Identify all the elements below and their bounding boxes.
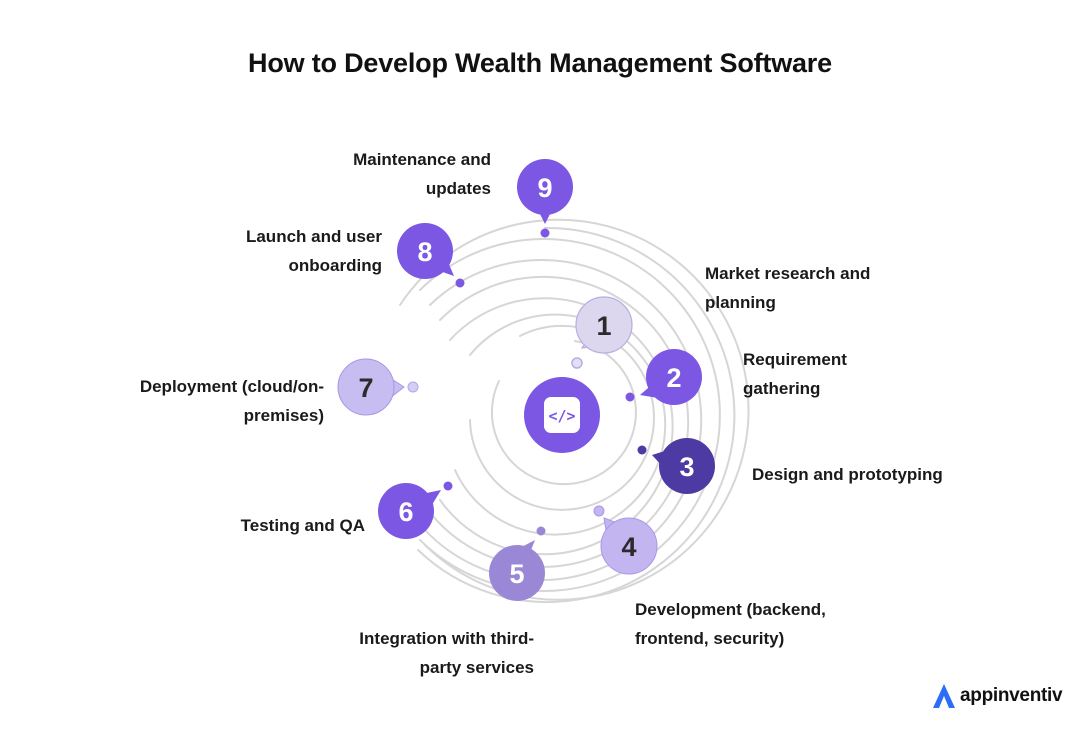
step-9-number: 9: [537, 173, 552, 203]
ring-3: [454, 313, 667, 536]
brand-name: appinventiv: [960, 685, 1063, 706]
step-markers: 1 2 3 4 5 6 7: [337, 159, 715, 601]
step-2-label-line1: Requirement: [743, 350, 847, 369]
step-3-number: 3: [679, 452, 694, 482]
step-7-label-line2: premises): [243, 406, 324, 425]
step-1-number: 1: [596, 311, 611, 341]
step-5-number: 5: [509, 559, 524, 589]
step-4-label-line2: frontend, security): [635, 629, 785, 648]
brand: appinventiv: [932, 680, 1063, 712]
step-2-label: Requirement gathering: [743, 345, 847, 403]
appinventiv-logo-icon: [933, 684, 955, 708]
step-6-label-line1: Testing and QA: [240, 516, 365, 535]
step-8-marker: 8: [397, 223, 454, 279]
step-9-label-line1: Maintenance and: [353, 150, 491, 169]
step-3-dot: [637, 445, 647, 455]
step-9-dot: [540, 228, 550, 238]
ring-8: [399, 218, 750, 601]
step-9-marker: 9: [517, 159, 573, 224]
step-2-label-line2: gathering: [743, 379, 821, 398]
step-4-number: 4: [621, 532, 636, 562]
step-5-label-line1: Integration with third-: [359, 629, 534, 648]
step-2-marker: 2: [640, 349, 702, 405]
step-5-label-line2: party services: [419, 658, 534, 677]
step-7-number: 7: [358, 373, 373, 403]
step-5-dot: [536, 526, 546, 536]
step-7-dot: [407, 381, 419, 393]
center-hub: </>: [524, 377, 600, 453]
step-6-marker: 6: [378, 483, 441, 539]
step-5-marker: 5: [489, 540, 545, 601]
step-1-label-line2: planning: [705, 293, 776, 312]
step-9-label-line2: updates: [425, 179, 491, 198]
step-1-label-line1: Market research and: [705, 264, 871, 283]
step-8-label-line2: onboarding: [288, 256, 382, 275]
step-6-dot: [443, 481, 453, 491]
step-5-label: Integration with third- party services: [359, 624, 534, 682]
step-1-dot: [571, 357, 583, 369]
step-4-label-line1: Development (backend,: [635, 600, 826, 619]
step-8-number: 8: [417, 237, 432, 267]
ring-1: [490, 340, 637, 486]
step-8-label: Launch and user onboarding: [246, 222, 382, 280]
step-2-number: 2: [666, 363, 681, 393]
step-7-label: Deployment (cloud/on- premises): [140, 372, 324, 430]
step-4-label: Development (backend, frontend, security…: [635, 595, 826, 653]
step-7-label-line1: Deployment (cloud/on-: [139, 377, 324, 396]
step-3-marker: 3: [652, 438, 715, 494]
step-1-label: Market research and planning: [705, 259, 870, 317]
step-4-marker: 4: [600, 517, 658, 575]
code-icon: </>: [548, 407, 575, 425]
step-6-label: Testing and QA: [241, 511, 365, 540]
step-2-dot: [625, 392, 635, 402]
step-8-dot: [455, 278, 465, 288]
step-9-label: Maintenance and updates: [353, 145, 491, 203]
step-3-label: Design and prototyping: [752, 460, 943, 489]
step-6-number: 6: [398, 497, 413, 527]
step-3-label-line1: Design and prototyping: [752, 465, 943, 484]
connector-dots: [407, 228, 647, 536]
step-7-marker: 7: [337, 358, 405, 416]
page-title: How to Develop Wealth Management Softwar…: [248, 48, 832, 78]
step-1-marker: 1: [575, 296, 633, 354]
step-4-dot: [593, 505, 605, 517]
step-8-label-line1: Launch and user: [245, 227, 382, 246]
